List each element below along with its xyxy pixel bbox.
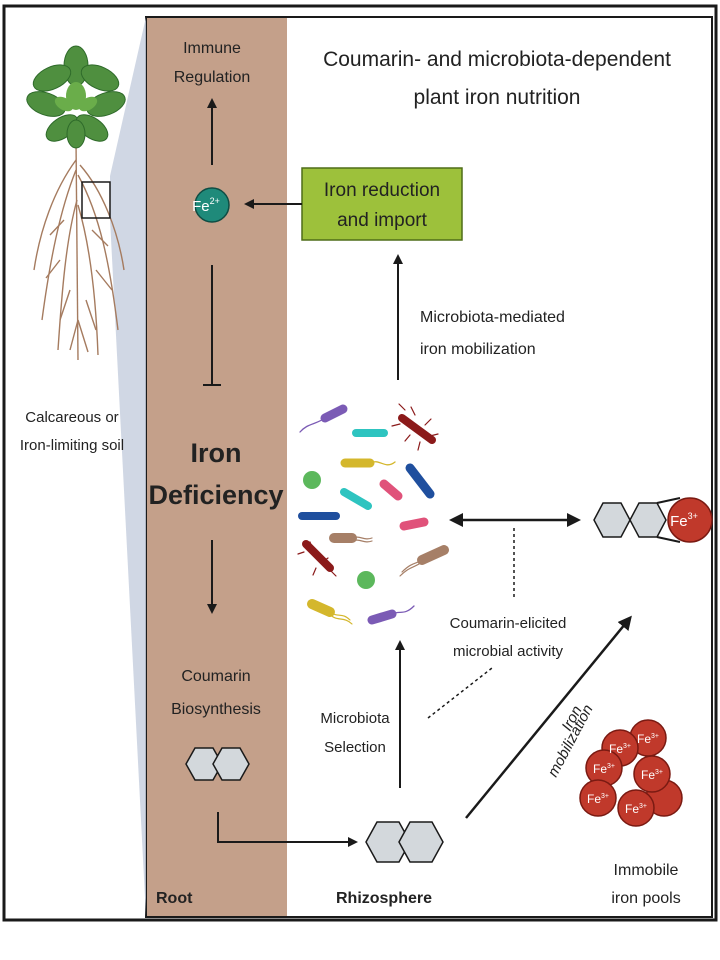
- root-zoom-box: [81, 181, 111, 219]
- microbiota-mobilization-label-1: Microbiota-mediated: [420, 309, 565, 326]
- title-line-2: plant iron nutrition: [414, 86, 581, 109]
- microbiota-community: [297, 403, 449, 625]
- zoom-wedge: [110, 17, 146, 917]
- svg-text:Fe3+: Fe3+: [609, 742, 631, 756]
- coumarin-label-2: Biosynthesis: [171, 701, 261, 718]
- coumarin-molecule-root: [185, 747, 250, 781]
- fe2-circle: [194, 187, 230, 223]
- deficiency-label-2: Deficiency: [148, 480, 283, 510]
- immune-label-1: Immune: [183, 40, 241, 57]
- root-label: Root: [156, 890, 193, 907]
- svg-text:Fe3+: Fe3+: [625, 802, 647, 816]
- coumarin-fe3-complex: [593, 497, 713, 543]
- iron-reduction-label-1: Iron reduction: [324, 180, 440, 201]
- svg-text:Fe3+: Fe3+: [641, 768, 663, 782]
- coumarin-label-1: Coumarin: [181, 668, 250, 685]
- rhizosphere-label: Rhizosphere: [336, 890, 432, 907]
- iron-reduction-label-2: and import: [337, 210, 427, 231]
- elicited-label-2: microbial activity: [453, 643, 564, 660]
- title-line-1: Coumarin- and microbiota-dependent: [323, 48, 671, 71]
- immobile-label-2: iron pools: [611, 890, 680, 907]
- selection-label-1: Microbiota: [320, 710, 390, 727]
- microbiota-mobilization-label-2: iron mobilization: [420, 341, 536, 358]
- fe3-circle: [667, 497, 713, 543]
- soil-label-2: Iron-limiting soil: [20, 437, 124, 454]
- dotted-elicited-lower: [427, 667, 493, 719]
- selection-label-2: Selection: [324, 739, 386, 756]
- outer-border: [2, 4, 718, 922]
- arrow-iron-mobilization: [465, 615, 632, 819]
- iron-pool-labels: Fe3+ Fe3+ Fe3+ Fe3+ Fe3+ Fe3+: [587, 732, 663, 816]
- fe2-text: Fe2+: [192, 196, 220, 215]
- elicited-label-1: Coumarin-elicited: [450, 615, 567, 632]
- immobile-iron-pool: [579, 719, 683, 827]
- arrow-to-rhizosphere: [217, 812, 358, 847]
- svg-text:Fe3+: Fe3+: [637, 732, 659, 746]
- plant-illustration: [26, 45, 126, 361]
- svg-text:Fe3+: Fe3+: [593, 762, 615, 776]
- immobile-label-1: Immobile: [614, 862, 679, 879]
- svg-text:Fe3+: Fe3+: [587, 792, 609, 806]
- coumarin-molecule-rhizosphere: [365, 821, 444, 863]
- deficiency-label-1: Iron: [191, 438, 242, 468]
- iron-reduction-box: [301, 167, 463, 241]
- fe3-text: Fe3+: [670, 511, 698, 530]
- immune-label-2: Regulation: [174, 69, 251, 86]
- soil-label-1: Calcareous or: [25, 409, 118, 426]
